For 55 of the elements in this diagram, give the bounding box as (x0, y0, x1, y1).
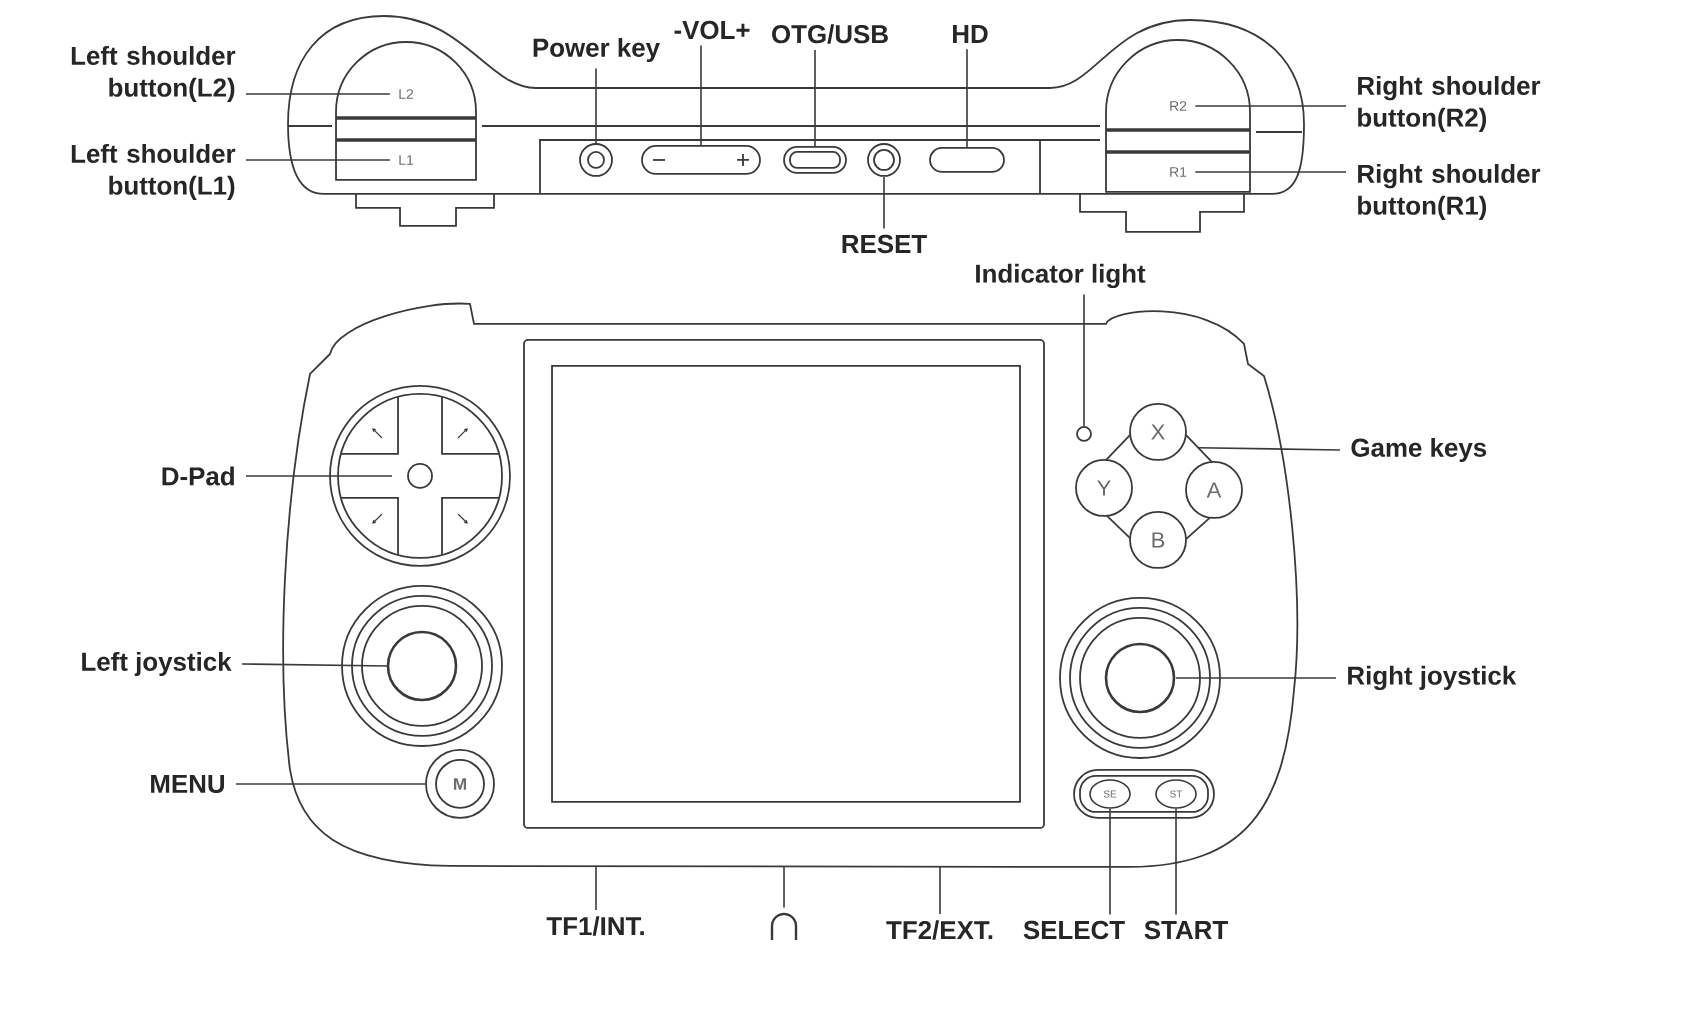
usb-port (783, 146, 847, 174)
callout-label: Left joystick (82, 651, 232, 677)
leader-line (245, 475, 393, 477)
callout-label: Power key (533, 37, 660, 63)
round-port (867, 143, 901, 177)
power-button (579, 143, 613, 177)
leader-line (1197, 446, 1341, 451)
callout-label: -VOL+ (674, 20, 750, 40)
leader-line (595, 67, 597, 144)
callout-label: Right joystick (1348, 665, 1517, 691)
callout-label: D-Pad (162, 466, 234, 486)
d-pad (329, 385, 511, 567)
callout-label: OTG/USB (772, 24, 888, 44)
callout-label: SELECT (1023, 920, 1125, 940)
leader-line (783, 866, 785, 909)
callout-label: HD (953, 25, 988, 43)
callout-label: Left shoulder button(L2) (71, 45, 236, 102)
leader-line (1194, 105, 1347, 107)
callout-label: TF2/EXT. (886, 920, 993, 940)
callout-label: START (1144, 920, 1228, 940)
face-button: A (1185, 461, 1243, 519)
leader-line (235, 783, 426, 785)
face-button: B (1129, 511, 1187, 569)
callout-label: Indicator light (976, 263, 1146, 289)
callout-label: Right shoulder button(R1) (1358, 163, 1541, 220)
leader-line (939, 866, 941, 915)
leader-line (241, 663, 389, 667)
leader-line (1175, 677, 1337, 679)
face-button: X (1129, 403, 1187, 461)
leader-line (595, 865, 597, 911)
leader-line (883, 176, 885, 230)
callout-label: Right shoulder button(R2) (1358, 75, 1541, 132)
callout-label: MENU (151, 774, 225, 793)
leader-line (814, 49, 816, 147)
callout-label: TF1/INT. (546, 916, 644, 936)
headphone-icon (770, 912, 798, 940)
callout-label: Game keys (1351, 437, 1487, 463)
leader-line (1109, 807, 1111, 916)
volume-rocker (641, 145, 761, 175)
leader-line (1175, 807, 1177, 916)
leader-line (700, 44, 702, 146)
button-bezel (1073, 769, 1215, 819)
leader-line (966, 48, 968, 148)
menu-button: M (425, 749, 495, 819)
leader-line (245, 93, 391, 95)
leader-line (245, 159, 391, 161)
leader-line (1194, 171, 1347, 173)
leader-line (1083, 293, 1085, 427)
callout-label: Left shoulder button(L1) (71, 143, 236, 200)
indicator-light (1076, 426, 1092, 442)
joystick (341, 585, 503, 747)
video-port (929, 147, 1005, 173)
face-button: Y (1075, 459, 1133, 517)
callout-label: RESET (842, 234, 927, 254)
joystick (1059, 597, 1221, 759)
